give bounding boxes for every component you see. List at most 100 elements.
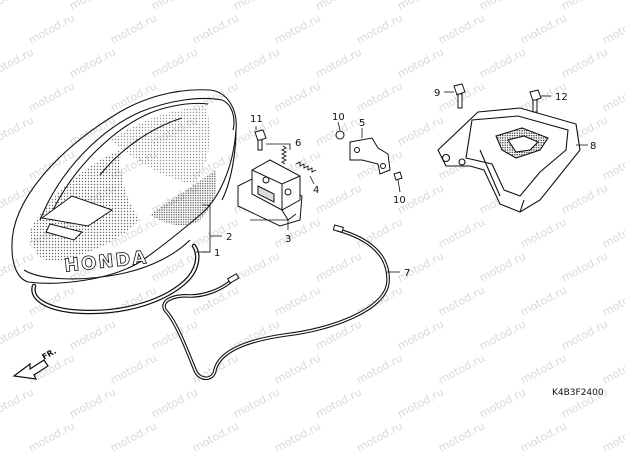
watermark-text: motod.ru xyxy=(67,0,118,13)
watermark-text: motod.ru xyxy=(600,11,625,46)
watermark-text: motod.ru xyxy=(190,11,241,46)
honda-wing-logo xyxy=(40,195,114,241)
watermark-text: motod.ru xyxy=(354,79,405,114)
watermark-text: motod.ru xyxy=(436,283,487,318)
callout-11: 11 xyxy=(250,114,263,125)
watermark-text: motod.ru xyxy=(149,0,200,13)
watermark-text: motod.ru xyxy=(313,0,364,13)
watermark-text: motod.ru xyxy=(108,419,159,454)
watermark-text: motod.ru xyxy=(313,181,364,216)
callout-10a: 10 xyxy=(332,112,345,123)
cable-end xyxy=(226,224,344,284)
watermark-text: motod.ru xyxy=(559,317,610,352)
rear-carrier xyxy=(437,107,581,213)
watermark-text: motod.ru xyxy=(108,11,159,46)
watermark-text: motod.ru xyxy=(67,385,118,420)
watermark-text: motod.ru xyxy=(149,385,200,420)
watermark-text: motod.ru xyxy=(354,11,405,46)
callout-4: 4 xyxy=(313,185,319,196)
watermark-text: motod.ru xyxy=(559,0,610,13)
watermark-text: motod.ru xyxy=(559,181,610,216)
watermark-text: motod.ru xyxy=(0,113,36,148)
callout-1: 1 xyxy=(214,248,220,259)
watermark-text: motod.ru xyxy=(477,0,528,13)
callout-9: 9 xyxy=(434,88,440,99)
watermark-text: motod.ru xyxy=(231,249,282,284)
watermark-text: motod.ru xyxy=(231,0,282,13)
watermark-text: motod.ru xyxy=(26,419,77,454)
watermark-text: motod.ru xyxy=(149,249,200,284)
watermark-text: motod.ru xyxy=(0,0,36,13)
watermark-text: motod.ru xyxy=(0,45,36,80)
diagram-code: K4B3F2400 xyxy=(552,388,604,398)
bolt-9 xyxy=(453,83,466,109)
callout-6: 6 xyxy=(295,138,301,149)
watermark-text: motod.ru xyxy=(395,113,446,148)
watermark-text: motod.ru xyxy=(559,249,610,284)
watermark-text: motod.ru xyxy=(190,419,241,454)
bolt-10a xyxy=(335,130,345,140)
watermark-text: motod.ru xyxy=(436,419,487,454)
watermark-text: motod.ru xyxy=(26,11,77,46)
watermark-text: motod.ru xyxy=(395,317,446,352)
callout-7: 7 xyxy=(404,268,410,279)
watermark-text: motod.ru xyxy=(600,215,625,250)
seat-top-pattern xyxy=(110,106,211,185)
watermark-text: motod.ru xyxy=(395,45,446,80)
arrow-icon xyxy=(12,359,49,380)
watermark-text: motod.ru xyxy=(0,249,36,284)
callout-10b: 10 xyxy=(393,195,406,206)
watermark-text: motod.ru xyxy=(395,0,446,13)
callout-8: 8 xyxy=(590,141,596,152)
watermark-text: motod.ru xyxy=(272,419,323,454)
callout-5: 5 xyxy=(359,118,365,129)
watermark-text: motod.ru xyxy=(477,45,528,80)
callout-2: 2 xyxy=(226,232,232,243)
watermark-text: motod.ru xyxy=(26,79,77,114)
watermark-text: motod.ru xyxy=(272,351,323,386)
watermark-text: motod.ru xyxy=(67,45,118,80)
watermark-text: motod.ru xyxy=(477,249,528,284)
watermark-text: motod.ru xyxy=(559,45,610,80)
watermark-text: motod.ru xyxy=(477,385,528,420)
watermark-text: motod.ru xyxy=(231,385,282,420)
watermark-text: motod.ru xyxy=(108,351,159,386)
watermark-text: motod.ru xyxy=(600,79,625,114)
watermark-text: motod.ru xyxy=(395,385,446,420)
watermark-text: motod.ru xyxy=(518,215,569,250)
watermark-text: motod.ru xyxy=(354,419,405,454)
watermark-text: motod.ru xyxy=(272,283,323,318)
watermark-text: motod.ru xyxy=(313,249,364,284)
watermark-text: motod.ru xyxy=(518,419,569,454)
bolt-11 xyxy=(254,129,267,151)
seat xyxy=(11,89,237,284)
watermark-text: motod.ru xyxy=(272,79,323,114)
seat-latch-assembly xyxy=(237,159,303,227)
bolt-12 xyxy=(529,89,542,113)
watermark-text: motod.ru xyxy=(395,249,446,284)
watermark-text: motod.ru xyxy=(149,45,200,80)
watermark-text: motod.ru xyxy=(354,351,405,386)
watermark-text: motod.ru xyxy=(313,385,364,420)
bolt-10b xyxy=(393,171,403,181)
watermark-text: motod.ru xyxy=(600,419,625,454)
leader-lines xyxy=(196,91,588,273)
callout-12: 12 xyxy=(555,92,568,103)
watermark-text: motod.ru xyxy=(231,45,282,80)
watermark-text: motod.ru xyxy=(67,317,118,352)
watermark-text: motod.ru xyxy=(313,45,364,80)
watermark-text: motod.ru xyxy=(354,215,405,250)
watermark-text: motod.ru xyxy=(518,351,569,386)
spring-4 xyxy=(295,161,317,173)
watermark-text: motod.ru xyxy=(436,351,487,386)
watermark-text: motod.ru xyxy=(0,317,36,352)
watermark-text: motod.ru xyxy=(272,11,323,46)
watermark-text: motod.ru xyxy=(600,283,625,318)
bracket-5 xyxy=(349,137,391,175)
callout-3: 3 xyxy=(285,234,291,245)
watermark-text: motod.ru xyxy=(600,351,625,386)
watermark-text: motod.ru xyxy=(477,317,528,352)
watermark-text: motod.ru xyxy=(518,11,569,46)
watermark-text: motod.ru xyxy=(0,181,36,216)
